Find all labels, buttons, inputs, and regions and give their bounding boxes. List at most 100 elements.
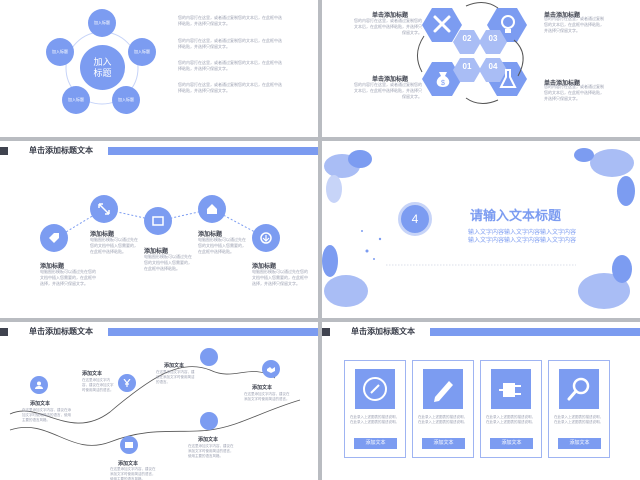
- hex-label-1: 单击添加标题: [372, 13, 409, 19]
- card-button-3[interactable]: 添加文本: [490, 438, 533, 449]
- center-circle: 加入 标题: [80, 45, 125, 90]
- feature-card-2: 在此录入上述图表的描述说明，在此录入上述图表的描述说明。 添加文本: [412, 360, 474, 458]
- hex-body-2: 您的内容打在这里，或者通过复制您的文本后，在此框中选择粘贴，并选择只保留文字。: [544, 16, 604, 33]
- satellite-circle-5: 加入标题: [112, 86, 140, 114]
- paragraph-4: 您的内容打在这里，或者通过复制您的文本后，在此框中选择粘贴，并选择只保留文字。: [178, 82, 282, 93]
- hex-body-1: 您的内容打在这里，或者通过复制您的文本后，在此框中选择粘贴，并选择只保留文字。: [354, 18, 422, 35]
- slide-title: 单击添加标题文本: [26, 326, 96, 338]
- step-text-3: 电脑图形模板可以通过先在您的文档中插入您需要的，在此框中选择粘贴。: [144, 254, 192, 271]
- wave-text-2: 在这里添加文字内容，建议在添加文字时使用简洁的语言。: [82, 378, 114, 392]
- slide-title: 单击添加标题文本: [26, 145, 96, 157]
- expand-icon: [98, 203, 110, 215]
- magnifier-icon: [567, 377, 590, 401]
- card-button-2[interactable]: 添加文本: [422, 438, 465, 449]
- cycle-arrows: [417, 2, 524, 104]
- step-connector-line: [55, 208, 267, 239]
- step-text-2: 电脑图形模板可以通过先在您的文档中插入您需要的，在此框中选择粘贴。: [90, 237, 138, 254]
- satellite-circle-1: 加入标题: [88, 9, 116, 37]
- step-title-5: 添加标题: [252, 264, 277, 270]
- plug-icon: [499, 383, 521, 397]
- wave-text-6: 在这里添加文字内容，建议在添加文字时使用简洁的语言，使用主要的语言风格。: [188, 444, 234, 458]
- floral-decoration: [322, 148, 635, 309]
- step-circle-3: [144, 207, 172, 235]
- handshake-icon: [267, 367, 275, 373]
- wave-text-4: 在这里添加文字内容，建议在添加文字时使用简洁的语言。: [244, 392, 290, 401]
- card-button-1[interactable]: 添加文本: [354, 438, 397, 449]
- wave-node-1: [30, 376, 48, 394]
- card-icon-box-1: [355, 369, 395, 409]
- step-text-4: 电脑图形模板可以通过先在您的文档中插入您需要的，在此框中选择粘贴。: [198, 237, 246, 254]
- number-04: 04: [488, 62, 498, 71]
- step-title-3: 添加标题: [144, 249, 169, 255]
- wave-text-5: 在这里添加文字内容，建议在添加文字时使用简洁的语言，使用主要的语言风格。: [110, 467, 156, 480]
- number-01: 01: [462, 62, 472, 71]
- feature-card-4: 在此录入上述图表的描述说明，在此录入上述图表的描述说明。 添加文本: [548, 360, 610, 458]
- mail-icon: [125, 442, 133, 448]
- yen-icon: [123, 379, 131, 387]
- wave-path: [9, 366, 301, 446]
- wave-title-5: 添加文本: [118, 461, 139, 467]
- wave-title-6: 添加文本: [198, 437, 219, 443]
- svg-text:$: $: [441, 80, 445, 87]
- wave-node-6: [200, 412, 218, 430]
- header-bar: [0, 328, 318, 336]
- wave-text-3: 在这里添加文字内容，建议在添加文字时使用简洁的语言。: [156, 370, 195, 384]
- lightbulb-icon: [501, 15, 515, 33]
- card-text-2: 在此录入上述图表的描述说明，在此录入上述图表的描述说明。: [418, 415, 467, 424]
- header-bar: [0, 147, 318, 155]
- step-text-1: 电脑图形模板可以通过先在您的文档中插入您需要的，在此框中选择，并选择只保留文字。: [40, 269, 96, 286]
- card-icon-box-2: [423, 369, 463, 409]
- wave-title-3: 添加文本: [164, 363, 185, 369]
- step-circle-2: [90, 195, 118, 223]
- section-line-2: 输入文字内容输入文字内容输入文字内容: [468, 238, 577, 244]
- paragraph-3: 您的内容打在这里，或者通过复制您的文本后，在此框中选择粘贴，并选择只保留文字。: [178, 60, 282, 71]
- satellite-circle-3: 加入标题: [128, 38, 156, 66]
- number-03: 03: [488, 34, 498, 43]
- step-title-2: 添加标题: [90, 232, 115, 238]
- slide-feature-cards[interactable]: 单击添加标题文本 在此录入上述图表的描述说明，在此录入上述图表的描述说明。 添加…: [322, 322, 640, 480]
- section-title: 请输入文本标题: [470, 208, 562, 223]
- step-text-5: 电脑图形模板可以通过先在您的文档中插入您需要的，在此框中选择，并选择只保留文字。: [252, 269, 308, 286]
- card-icon-box-3: [491, 369, 531, 409]
- wave-title-4: 添加文本: [252, 385, 273, 391]
- satellite-circle-2: 加入标题: [46, 38, 74, 66]
- wave-node-5: [120, 436, 138, 454]
- pencil-icon: [434, 381, 453, 402]
- home-icon: [207, 204, 217, 214]
- card-text-4: 在此录入上述图表的描述说明，在此录入上述图表的描述说明。: [554, 415, 603, 424]
- money-bag-icon: $: [436, 72, 450, 87]
- hex-label-2: 单击添加标题: [544, 13, 581, 19]
- wave-node-4: [262, 360, 280, 378]
- satellite-circle-4: 加入标题: [62, 86, 90, 114]
- compass-icon: [363, 377, 387, 401]
- hex-body-3: 您的内容打在这里，或者通过复制您的文本后，在此框中选择粘贴，并选择只保留文字。: [354, 82, 422, 99]
- slide-process-steps[interactable]: 单击添加标题文本 添加标题 电脑图形模板可以通过先在您的文档中插入您需要的，在此…: [0, 141, 318, 318]
- header-bar: [322, 328, 640, 336]
- slide-wave-timeline[interactable]: 单击添加标题文本 添加文本 在这里添加文字内容，建议在添加文字时使用简洁的语言，…: [0, 322, 318, 480]
- section-number-badge: 4: [398, 202, 432, 236]
- step-circle-4: [198, 195, 226, 223]
- step-title-1: 添加标题: [40, 264, 65, 270]
- photo-icon: [152, 216, 164, 226]
- slide-radial-diagram[interactable]: 加入 标题 加入标题 加入标题 加入标题 加入标题 加入标题 您的内容打在这里，…: [0, 0, 318, 137]
- card-text-3: 在此录入上述图表的描述说明，在此录入上述图表的描述说明。: [486, 415, 535, 424]
- users-icon: [35, 381, 43, 389]
- step-circle-5: [252, 224, 280, 252]
- slide-section-divider[interactable]: 4 请输入文本标题 输入文字内容输入文字内容输入文字内容 输入文字内容输入文字内…: [322, 141, 640, 318]
- feature-card-3: 在此录入上述图表的描述说明，在此录入上述图表的描述说明。 添加文本: [480, 360, 542, 458]
- step-title-4: 添加标题: [198, 232, 223, 238]
- download-icon: [260, 232, 272, 244]
- card-text-1: 在此录入上述图表的描述说明，在此录入上述图表的描述说明。: [350, 415, 399, 424]
- wave-node-3: [200, 348, 218, 366]
- hex-body-4: 您的内容打在这里，或者通过复制您的文本后，在此框中选择粘贴，并选择只保留文字。: [544, 84, 604, 101]
- card-button-4[interactable]: 添加文本: [558, 438, 601, 449]
- feature-card-1: 在此录入上述图表的描述说明，在此录入上述图表的描述说明。 添加文本: [344, 360, 406, 458]
- slide-title: 单击添加标题文本: [348, 326, 418, 338]
- wave-text-1: 在这里添加文字内容，建议在添加文字时使用简洁的语言，使用主要的语言风格。: [22, 408, 71, 422]
- tools-icon: [433, 15, 451, 33]
- wave-title-1: 添加文本: [30, 401, 51, 407]
- wave-node-2: [118, 374, 136, 392]
- slide-hexagon-cycle[interactable]: 单击添加标题 您的内容打在这里，或者通过复制您的文本后，在此框中选择粘贴，并选择…: [322, 0, 640, 137]
- wave-title-2: 添加文本: [82, 371, 103, 377]
- step-circle-1: [40, 224, 68, 252]
